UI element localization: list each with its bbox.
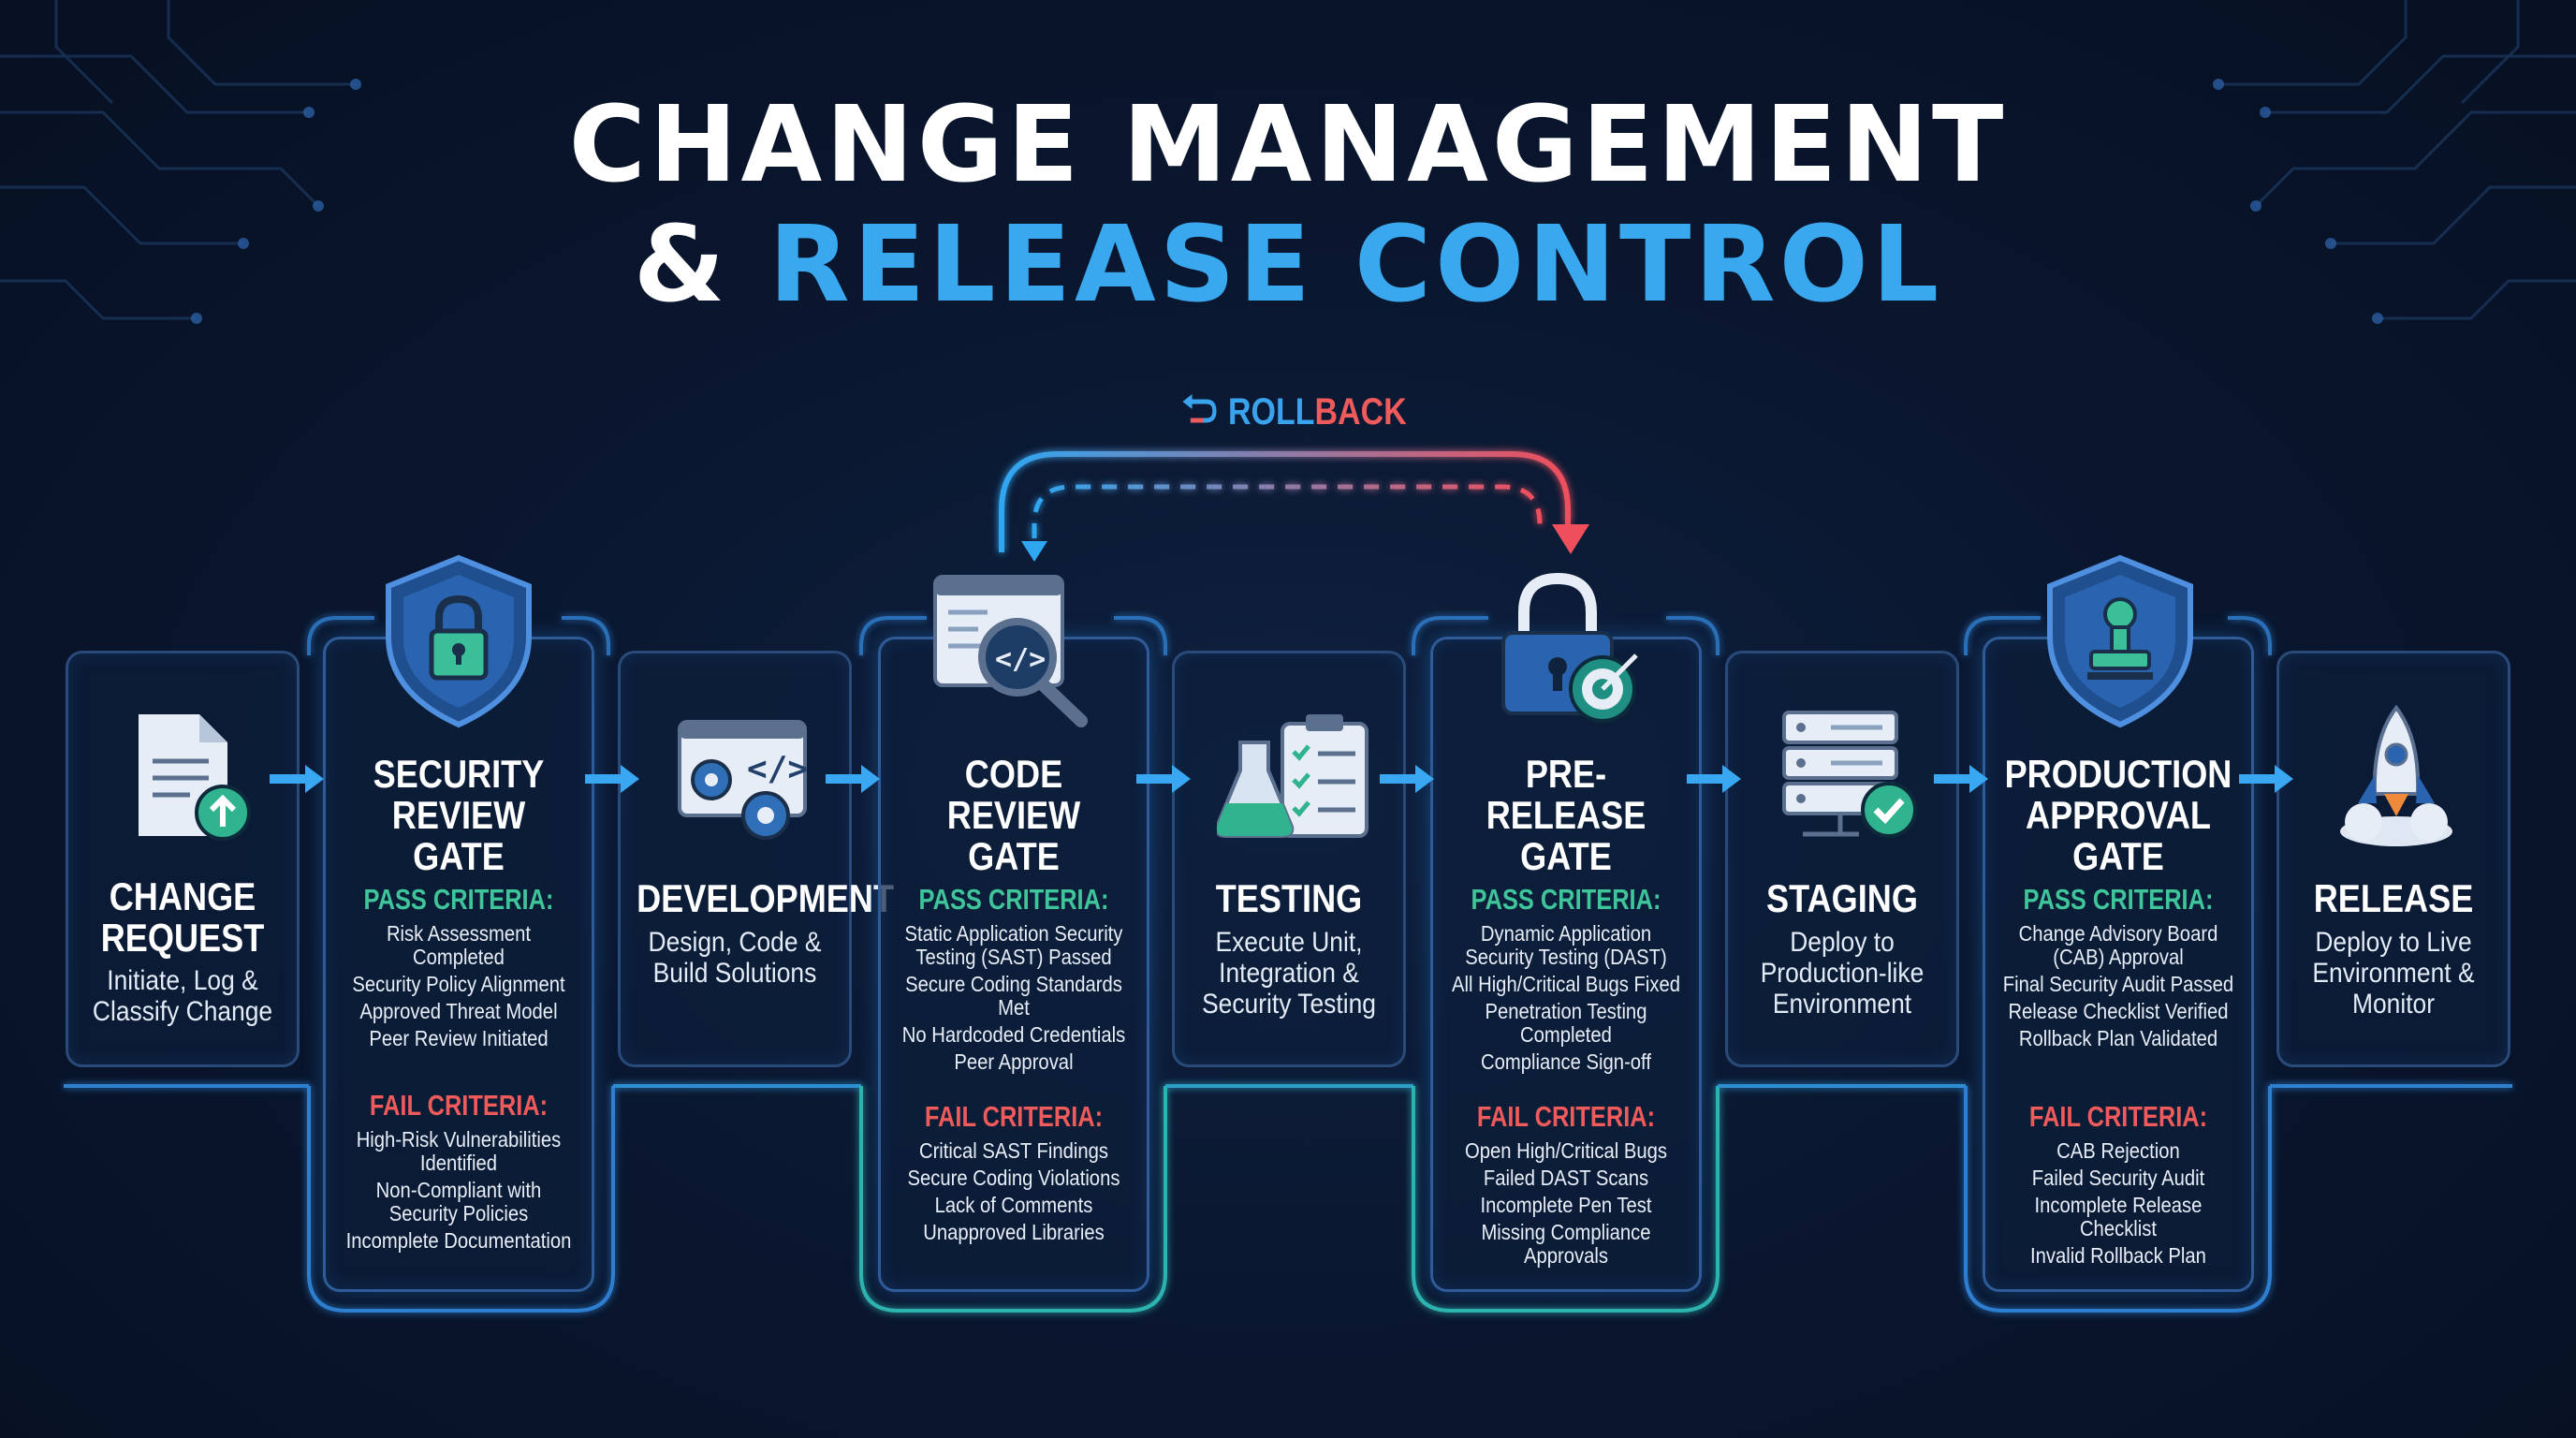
- stage-title: RELEASE: [2313, 876, 2474, 920]
- rocket-icon: [2340, 704, 2452, 846]
- undo-arrow-icon: [1182, 394, 1217, 423]
- fail-criteria-label: FAIL CRITERIA:: [1476, 1100, 1656, 1133]
- list-item: Approved Threat Model: [359, 999, 558, 1023]
- flow-arrow: [585, 765, 639, 793]
- list-item: Static Application Security Testing (SAS…: [904, 921, 1123, 969]
- shield-stamp-icon: [2047, 554, 2193, 728]
- fail-criteria-label: FAIL CRITERIA:: [369, 1089, 549, 1122]
- flow-arrow: [1934, 765, 1988, 793]
- list-item: Release Checklist Verified: [2008, 999, 2229, 1023]
- title-line-1: CHANGE MANAGEMENT: [568, 84, 2008, 206]
- list-item: Secure Coding Standards Met: [905, 972, 1122, 1020]
- list-item: Incomplete Pen Test: [1480, 1193, 1652, 1217]
- svg-text:</>: </>: [747, 750, 808, 788]
- list-item: Penetration Testing Completed: [1485, 999, 1647, 1047]
- fail-criteria-label: FAIL CRITERIA:: [924, 1100, 1104, 1133]
- list-item: Lack of Comments: [934, 1193, 1093, 1217]
- svg-text:</>: </>: [995, 643, 1046, 676]
- shield-lock-icon: [386, 554, 532, 728]
- flow-arrow: [826, 765, 880, 793]
- list-item: Change Advisory Board (CAB) Approval: [2018, 921, 2218, 969]
- stage-testing[interactable]: TESTING Execute Unit,Integration &Securi…: [1172, 651, 1406, 1067]
- list-item: CAB Rejection: [2056, 1138, 2180, 1163]
- rollback-label: ROLLBACK: [1179, 391, 1407, 433]
- code-magnifier-icon: </>: [933, 575, 1088, 727]
- list-item: Critical SAST Findings: [918, 1138, 1109, 1163]
- rollback-back: BACK: [1314, 391, 1407, 433]
- pass-criteria-label: PASS CRITERIA:: [918, 883, 1109, 916]
- list-item: Secure Coding Violations: [907, 1166, 1120, 1190]
- stage-description: Execute Unit,Integration &Security Testi…: [1202, 927, 1376, 1020]
- stage-title: DEVELOPMENT: [637, 876, 895, 920]
- title-accent: RELEASE CONTROL: [768, 204, 1943, 326]
- document-upload-icon: [139, 714, 251, 841]
- list-item: Dynamic Application Security Testing (DA…: [1465, 921, 1667, 969]
- stage-title: STAGING: [1766, 876, 1918, 920]
- code-gears-icon: </>: [678, 720, 808, 840]
- fail-criteria-label: FAIL CRITERIA:: [2028, 1100, 2208, 1133]
- list-item: All High/Critical Bugs Fixed: [1451, 972, 1681, 996]
- flow-arrow: [1687, 765, 1741, 793]
- list-item: Non-Compliant with Security Policies: [375, 1178, 542, 1225]
- flow-arrow: [270, 765, 324, 793]
- flow-arrow: [1380, 765, 1434, 793]
- list-item: Security Policy Alignment: [352, 972, 565, 996]
- rollback-roll: ROLL: [1227, 391, 1315, 433]
- pass-criteria-list: Dynamic Application Security Testing (DA…: [1449, 922, 1683, 1078]
- list-item: Invalid Rollback Plan: [2030, 1243, 2206, 1268]
- stage-title: TESTING: [1215, 876, 1363, 920]
- list-item: No Hardcoded Credentials: [901, 1022, 1126, 1047]
- pass-criteria-list: Static Application Security Testing (SAS…: [897, 922, 1131, 1078]
- list-item: Unapproved Libraries: [923, 1220, 1105, 1244]
- list-item: Incomplete Release Checklist: [2034, 1193, 2203, 1240]
- list-item: Final Security Audit Passed: [2002, 972, 2234, 996]
- list-item: Missing Compliance Approvals: [1481, 1220, 1651, 1268]
- flask-checklist-icon: [1217, 714, 1368, 838]
- stage-description: Initiate, Log &Classify Change: [92, 965, 273, 1027]
- padlock-target-icon: [1501, 572, 1638, 723]
- list-item: Risk Assessment Completed: [386, 921, 532, 969]
- server-check-icon: [1782, 711, 1917, 838]
- list-item: Compliance Sign-off: [1481, 1049, 1651, 1074]
- stage-development[interactable]: </> DEVELOPMENT Design, Code &Build Solu…: [618, 651, 895, 1067]
- list-item: Peer Review Initiated: [369, 1026, 549, 1050]
- list-item: Rollback Plan Validated: [2018, 1026, 2218, 1050]
- flow-arrow: [2239, 765, 2293, 793]
- pass-criteria-label: PASS CRITERIA:: [363, 883, 554, 916]
- list-item: Incomplete Documentation: [345, 1228, 572, 1253]
- pass-criteria-label: PASS CRITERIA:: [2023, 883, 2214, 916]
- title-line-2: & RELEASE CONTROL: [0, 204, 2576, 326]
- list-item: Failed DAST Scans: [1483, 1166, 1649, 1190]
- title-ampersand: &: [633, 204, 729, 326]
- stage-description: Design, Code &Build Solutions: [648, 927, 822, 989]
- list-item: Failed Security Audit: [2031, 1166, 2205, 1190]
- pass-criteria-label: PASS CRITERIA:: [1471, 883, 1661, 916]
- flow-arrow: [1136, 765, 1191, 793]
- list-item: Peer Approval: [954, 1049, 1074, 1074]
- list-item: Open High/Critical Bugs: [1464, 1138, 1667, 1163]
- list-item: High-Risk Vulnerabilities Identified: [356, 1127, 562, 1175]
